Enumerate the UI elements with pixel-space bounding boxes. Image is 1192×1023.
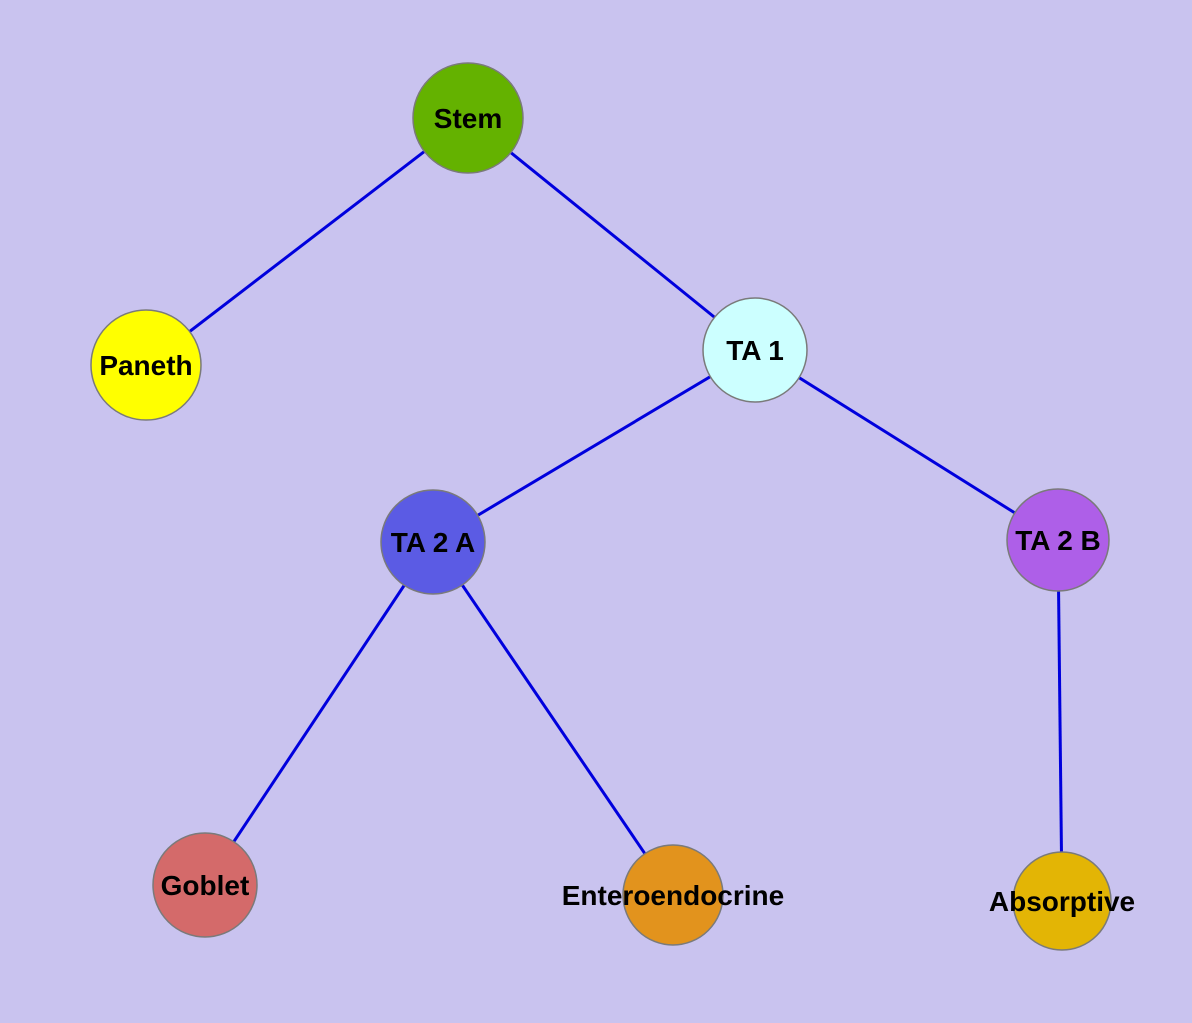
node-circle-goblet[interactable] [152,832,258,938]
node-circle-ta2a[interactable] [380,489,486,595]
edge-ta2b-absorptive [1056,539,1064,902]
edge-stem-paneth [145,116,469,367]
edge-ta2a-enteroendocrine [431,541,675,896]
node-circle-absorptive[interactable] [1012,851,1112,951]
edge-ta1-ta2a [432,348,756,544]
node-ta2b[interactable]: TA 2 B [1006,488,1110,592]
edge-stem-ta1 [467,116,756,352]
edge-ta1-ta2b [754,348,1059,542]
node-goblet[interactable]: Goblet [152,832,258,938]
node-circle-ta1[interactable] [702,297,808,403]
node-circle-paneth[interactable] [90,309,202,421]
node-circle-ta2b[interactable] [1006,488,1110,592]
node-paneth[interactable]: Paneth [90,309,202,421]
edge-ta2a-goblet [203,541,435,886]
node-circle-enteroendocrine[interactable] [622,844,724,946]
node-circle-stem[interactable] [412,62,524,174]
node-stem[interactable]: Stem [412,62,524,174]
node-ta1[interactable]: TA 1 [702,297,808,403]
node-ta2a[interactable]: TA 2 A [380,489,486,595]
